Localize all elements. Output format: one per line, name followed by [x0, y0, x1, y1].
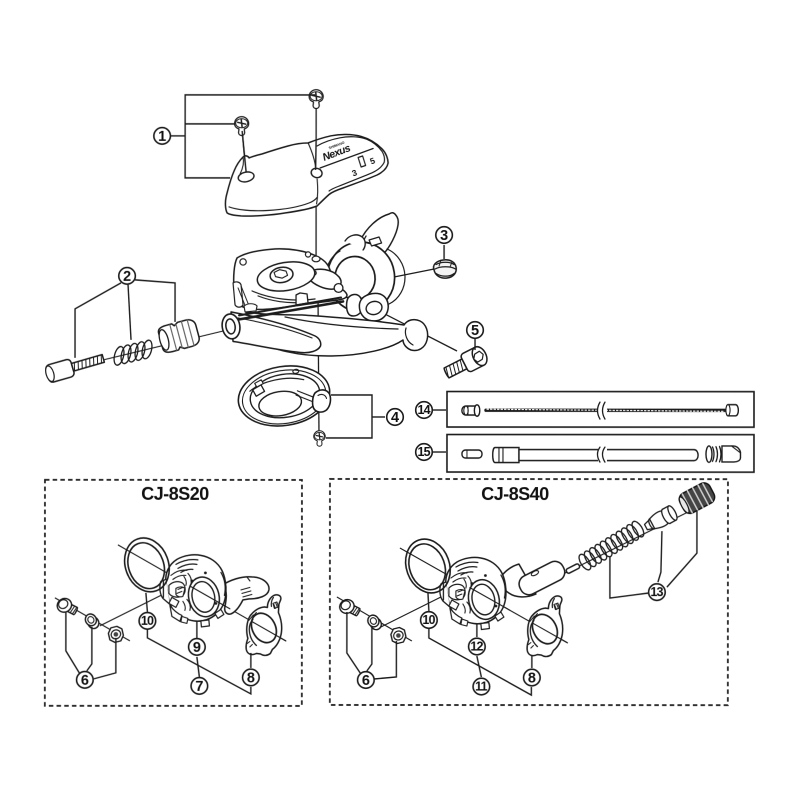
- svg-text:14: 14: [417, 403, 430, 417]
- svg-text:SHIMANO: SHIMANO: [328, 141, 345, 151]
- svg-text:11: 11: [475, 680, 487, 694]
- svg-text:2: 2: [123, 269, 131, 285]
- svg-text:1: 1: [158, 129, 166, 145]
- svg-text:4: 4: [391, 410, 399, 426]
- svg-text:6: 6: [81, 673, 89, 689]
- svg-text:12: 12: [470, 640, 483, 654]
- svg-text:CJ-8S20: CJ-8S20: [141, 484, 209, 504]
- svg-text:13: 13: [650, 585, 663, 599]
- svg-text:7: 7: [195, 679, 203, 695]
- svg-text:3: 3: [351, 167, 359, 178]
- svg-text:9: 9: [193, 640, 201, 656]
- svg-text:10: 10: [422, 613, 435, 627]
- svg-text:10: 10: [141, 614, 154, 628]
- svg-text:CJ-8S40: CJ-8S40: [481, 484, 549, 504]
- svg-text:3: 3: [440, 228, 448, 244]
- svg-text:5: 5: [471, 323, 479, 339]
- svg-text:6: 6: [362, 673, 370, 689]
- svg-text:8: 8: [528, 670, 536, 686]
- svg-text:5: 5: [369, 155, 377, 166]
- svg-text:8: 8: [247, 670, 255, 686]
- svg-text:15: 15: [417, 445, 430, 459]
